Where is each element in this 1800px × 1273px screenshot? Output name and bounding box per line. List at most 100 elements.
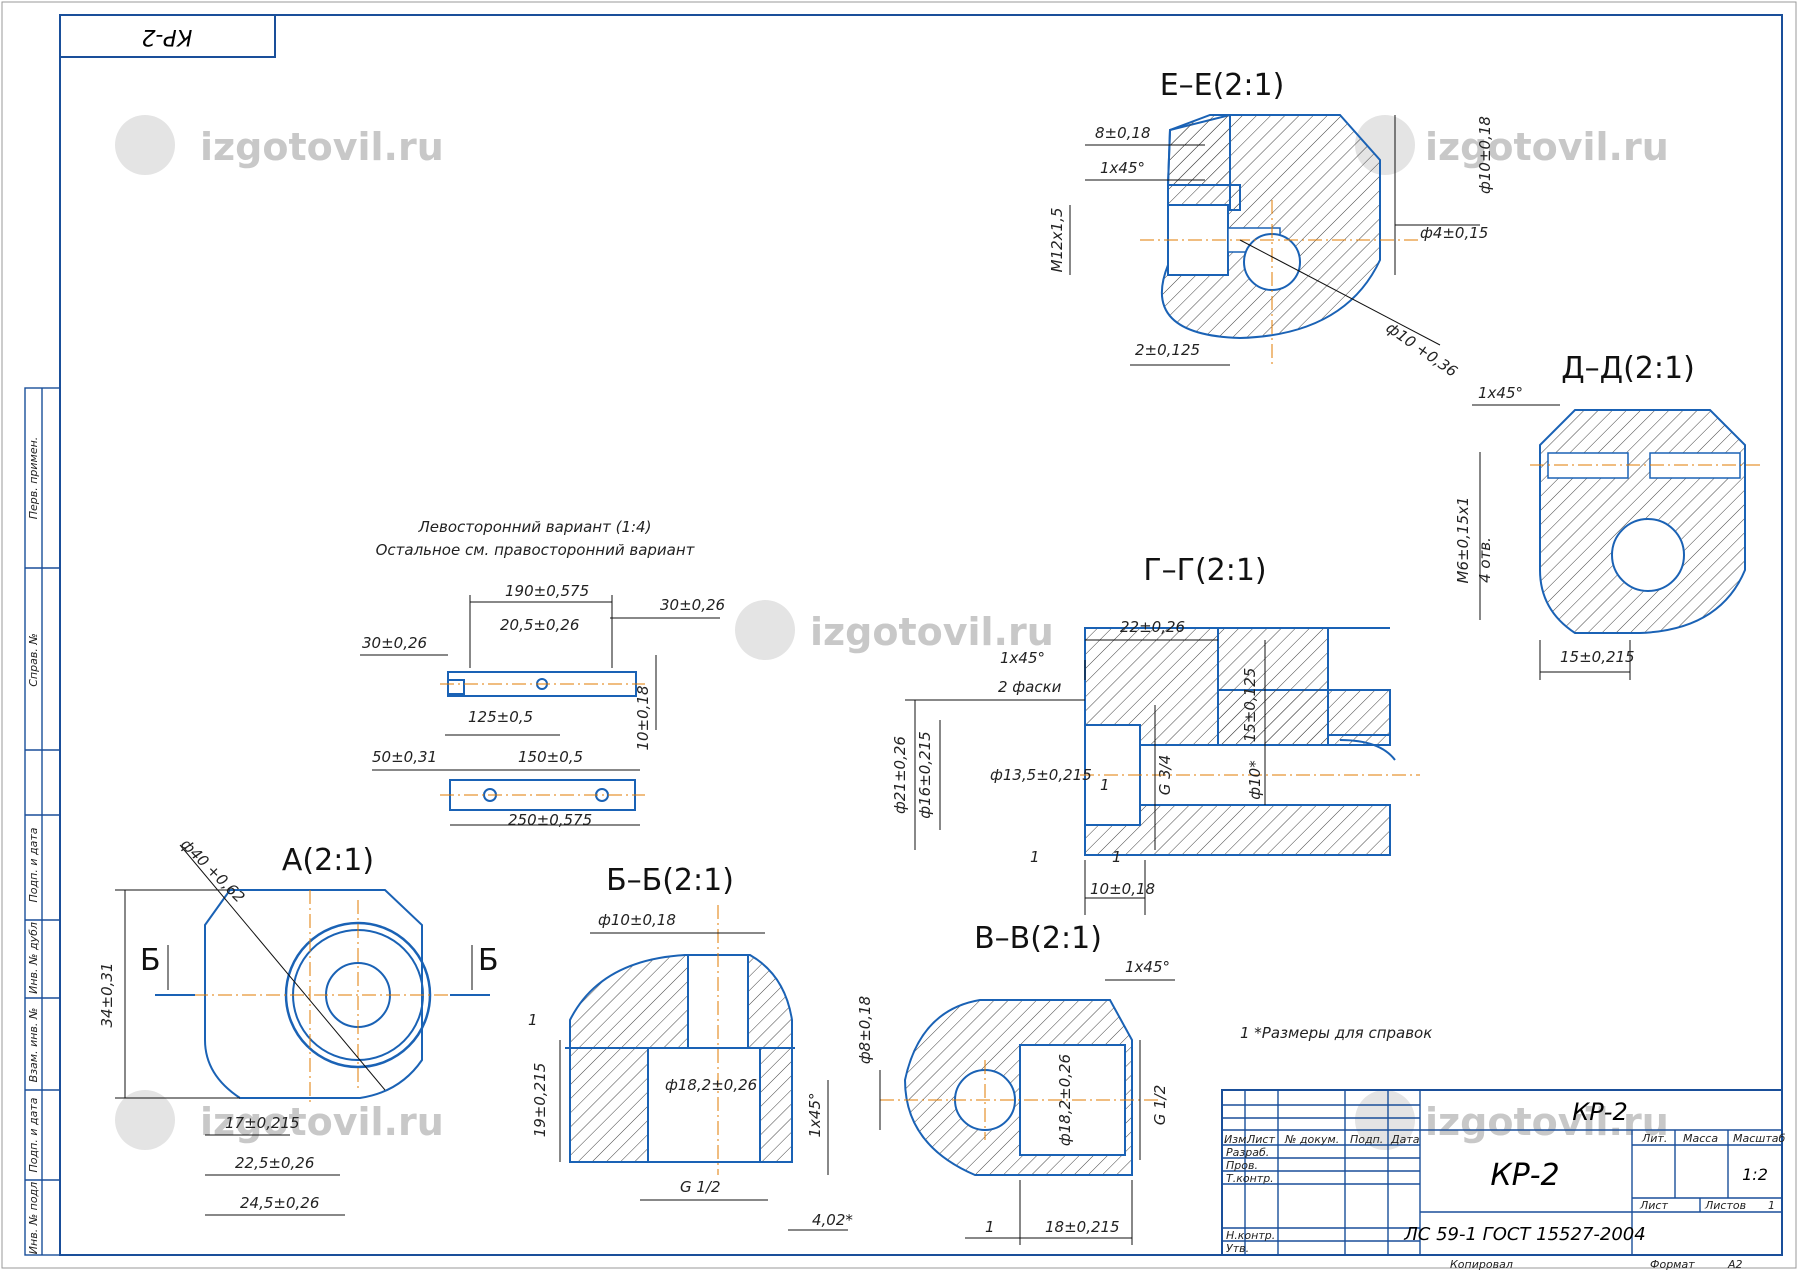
rotated-code: КР-2	[142, 24, 193, 49]
view-a: А(2:1) Б Б ф40 +0,62 34±0,31 17±0,215 22…	[98, 835, 499, 1216]
g-dim-6: ф13,5±0,215	[990, 766, 1092, 784]
title-block: Изм. Лист № докум. Подп. Дата Разраб. Пр…	[1221, 1089, 1785, 1271]
rotated-code-box	[59, 14, 276, 58]
d-dim-2: M6±0,15x1	[1454, 497, 1472, 584]
lv-dim-7: 50±0,31	[372, 748, 437, 766]
watermark-1: izgotovil.ru	[115, 115, 444, 175]
svg-text:izgotovil.ru: izgotovil.ru	[1425, 1100, 1669, 1144]
tb-code-main: КР-2	[1490, 1158, 1559, 1193]
e-dim-6: ф4±0,15	[1420, 224, 1488, 242]
view-v-v: В–В(2:1) 1x45° ф8±0,18 ф18,2±0,26 G 1/2 …	[856, 921, 1175, 1245]
a-dim-5: 24,5±0,26	[240, 1194, 319, 1212]
view-d-d: Д–Д(2:1) 1x45° M6±0,15x1 4 отв. 15±0,215	[1454, 351, 1760, 680]
view-a-title: А(2:1)	[282, 843, 374, 878]
a-dim-4: 22,5±0,26	[235, 1154, 314, 1172]
reference-note: 1 *Размеры для справок	[1240, 1024, 1432, 1042]
lv-dim-5: 125±0,5	[468, 708, 533, 726]
section-mark-right: Б	[478, 943, 499, 978]
stamp-podp2: Подп. и дата	[27, 1097, 40, 1172]
d-dim-1: 1x45°	[1478, 384, 1523, 402]
stamp-perv: Перв. примен.	[27, 437, 40, 520]
lv-dim-8: 150±0,5	[518, 748, 583, 766]
tb-role-2: Пров.	[1226, 1159, 1258, 1172]
vv-dim-4: G 1/2	[1151, 1085, 1169, 1126]
svg-text:izgotovil.ru: izgotovil.ru	[810, 610, 1054, 654]
tb-code-top: КР-2	[1572, 1098, 1627, 1126]
view-b-b: Б–Б(2:1) ф10±0,18 1 19±0,215 ф18,2±0,26 …	[528, 863, 853, 1231]
e-dim-3: M12x1,5	[1048, 208, 1066, 273]
tb-mass: Масса	[1683, 1132, 1718, 1145]
left-note-1: Левосторонний вариант (1:4)	[418, 518, 652, 536]
bb-dim-1: ф10±0,18	[598, 911, 676, 929]
stamp-vzam: Взам. инв. №	[27, 1008, 40, 1083]
g-dim-13: 10±0,18	[1090, 880, 1155, 898]
tb-role-5: Утв.	[1226, 1242, 1249, 1255]
watermark-2: izgotovil.ru	[1355, 115, 1669, 175]
tb-list: Лист	[1246, 1133, 1275, 1146]
svg-text:izgotovil.ru: izgotovil.ru	[1425, 125, 1669, 169]
stamp-dubl: Инв. № дубл	[27, 922, 40, 994]
lv-dim-2: 30±0,26	[362, 634, 427, 652]
tb-material: ЛС 59-1 ГОСТ 15527-2004	[1403, 1224, 1645, 1245]
stamp-podl: Инв. № подл	[27, 1182, 40, 1254]
watermark-4: izgotovil.ru	[115, 1090, 444, 1150]
tb-date: Дата	[1390, 1133, 1420, 1146]
view-left-variant: Левосторонний вариант (1:4) Остальное см…	[360, 518, 725, 829]
tb-sheet-label: Лист	[1639, 1199, 1668, 1212]
lv-dim-9: 250±0,575	[508, 811, 592, 829]
e-dim-7: ф10 +0,36	[1383, 319, 1461, 381]
tb-role-4: Н.контр.	[1226, 1229, 1275, 1242]
tb-copied: Копировал	[1450, 1258, 1513, 1271]
g-dim-10: 1	[1100, 776, 1110, 794]
svg-text:izgotovil.ru: izgotovil.ru	[200, 125, 444, 169]
view-g-g: Г–Г(2:1) 22±0,26 1x45° 2 фаски ф21±0,26 …	[891, 553, 1420, 915]
g-dim-3: 2 фаски	[998, 678, 1062, 696]
vv-dim-6: 18±0,215	[1045, 1218, 1120, 1236]
watermark-3: izgotovil.ru	[735, 600, 1054, 660]
e-dim-1: 8±0,18	[1095, 124, 1151, 142]
vv-dim-3: ф18,2±0,26	[1056, 1054, 1074, 1146]
g-dim-7: G 3/4	[1156, 755, 1174, 796]
bb-dim-2: 1	[528, 1011, 538, 1029]
e-dim-5: ф10±0,18	[1476, 116, 1494, 194]
d-dim-3: 4 отв.	[1476, 537, 1494, 583]
tb-sign: Подп.	[1350, 1133, 1383, 1146]
bb-dim-4: ф18,2±0,26	[665, 1076, 757, 1094]
section-mark-left: Б	[140, 943, 161, 978]
g-dim-12: 1	[1112, 848, 1122, 866]
tb-doc: № докум.	[1284, 1133, 1339, 1146]
g-dim-2: 1x45°	[1000, 649, 1045, 667]
view-v-v-title: В–В(2:1)	[974, 921, 1102, 956]
stamp-sprav: Справ. №	[27, 633, 40, 687]
bb-dim-7: 4,02*	[812, 1211, 853, 1229]
a-dim-3: 17±0,215	[225, 1114, 300, 1132]
g-dim-11: 1	[1030, 848, 1040, 866]
a-dim-1: ф40 +0,62	[177, 835, 248, 906]
d-dim-4: 15±0,215	[1560, 648, 1635, 666]
tb-izm: Изм.	[1224, 1133, 1250, 1146]
g-dim-8: 15±0,125	[1241, 668, 1259, 743]
stamp-podp1: Подп. и дата	[27, 827, 40, 902]
bb-dim-5: 1x45°	[806, 1092, 824, 1137]
lv-dim-1: 190±0,575	[505, 582, 589, 600]
vv-dim-5: 1	[985, 1218, 995, 1236]
vv-dim-1: 1x45°	[1125, 958, 1170, 976]
bb-dim-3: 19±0,215	[531, 1063, 549, 1138]
a-dim-2: 34±0,31	[98, 962, 116, 1027]
lv-dim-6: 10±0,18	[634, 685, 652, 750]
view-e-e-title: Е–Е(2:1)	[1160, 68, 1285, 103]
side-stamp: Перв. примен. Справ. № Подп. и дата Инв.…	[24, 387, 61, 1256]
view-b-b-title: Б–Б(2:1)	[606, 863, 734, 898]
view-d-d-title: Д–Д(2:1)	[1561, 351, 1695, 386]
e-dim-2: 1x45°	[1100, 159, 1145, 177]
tb-scale-label: Масштаб	[1733, 1132, 1785, 1145]
g-dim-5: ф16±0,215	[916, 731, 934, 818]
view-g-g-title: Г–Г(2:1)	[1143, 553, 1266, 588]
tb-sheets-value: 1	[1768, 1199, 1775, 1212]
tb-scale: 1:2	[1742, 1165, 1768, 1184]
tb-lit: Лит.	[1641, 1132, 1667, 1145]
bb-dim-6: G 1/2	[680, 1178, 721, 1196]
tb-format-value: А2	[1727, 1258, 1743, 1271]
